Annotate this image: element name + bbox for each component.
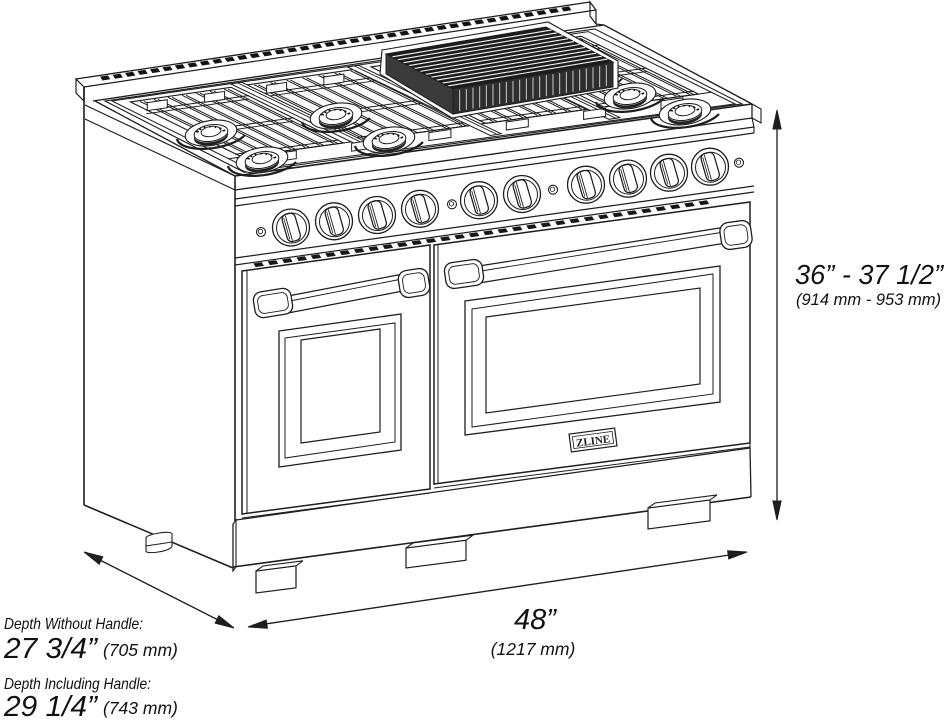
svg-text:29 1/4”: 29 1/4” [3,691,98,720]
svg-text:48”: 48” [514,604,557,636]
svg-text:(1217 mm): (1217 mm) [491,639,576,659]
svg-text:27 3/4”: 27 3/4” [3,633,98,665]
svg-text:(914 mm - 953 mm): (914 mm - 953 mm) [796,290,941,309]
svg-text:Depth Without Handle:: Depth Without Handle: [4,616,143,633]
svg-text:(705 mm): (705 mm) [103,640,178,660]
svg-text:36” - 37 1/2”: 36” - 37 1/2” [795,259,945,290]
svg-text:(743 mm): (743 mm) [103,698,178,718]
